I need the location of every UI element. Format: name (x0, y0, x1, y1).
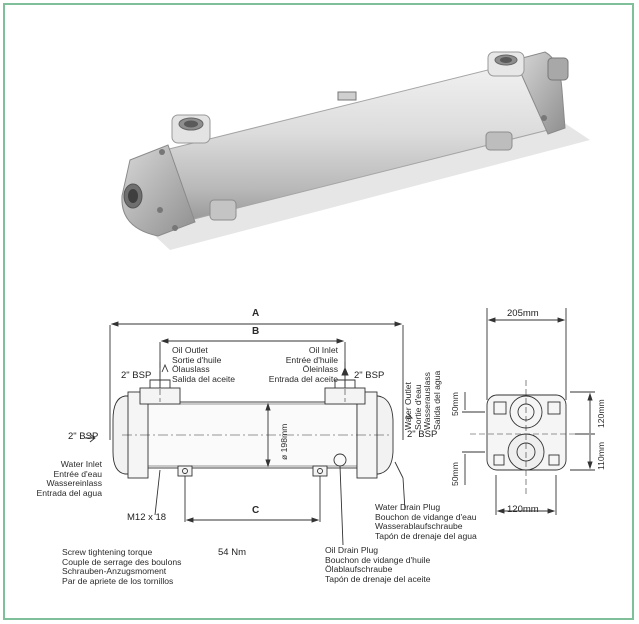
oil-outlet-label: Oil Outlet Sortie d'huile Ölauslass Sali… (172, 345, 236, 384)
dim-b-label: B (252, 326, 260, 337)
torque-value: 54 Nm (218, 547, 246, 558)
dim-120-bottom: 120mm (507, 504, 539, 515)
dim-50-bottom: 50mm (450, 462, 460, 486)
water-inlet-label: Water Inlet Entrée d'eau Wassereinlass E… (36, 459, 102, 498)
dim-205: 205mm (507, 308, 539, 319)
dim-50-top: 50mm (450, 392, 460, 416)
photo-shadow (140, 120, 590, 250)
page-frame (3, 3, 634, 620)
bsp-left: 2" BSP (68, 431, 99, 442)
oil-inlet-label: Oil Inlet Entrée d'huile Öleinlass Entra… (268, 345, 338, 384)
dim-c-label: C (252, 505, 260, 516)
torque-label: Screw tightening torque Couple de serrag… (62, 547, 182, 586)
dim-110-right: 110mm (596, 441, 606, 470)
bsp-oil-outlet: 2" BSP (121, 370, 152, 381)
bolt-label: M12 x 18 (127, 512, 167, 523)
dim-120-right: 120mm (596, 399, 606, 428)
water-outlet-label: Water Outlet Sortie d'eau Wasserauslass … (403, 370, 442, 430)
bsp-side: 2" BSP (407, 429, 438, 440)
photo-nameplate (337, 91, 357, 101)
dim-a-label: A (252, 308, 260, 319)
water-drain-label: Water Drain Plug Bouchon de vidange d'ea… (375, 502, 477, 541)
bsp-oil-inlet: 2" BSP (354, 370, 385, 381)
oil-drain-label: Oil Drain Plug Bouchon de vidange d'huil… (325, 545, 431, 584)
diameter-label: ø 198mm (279, 423, 289, 460)
